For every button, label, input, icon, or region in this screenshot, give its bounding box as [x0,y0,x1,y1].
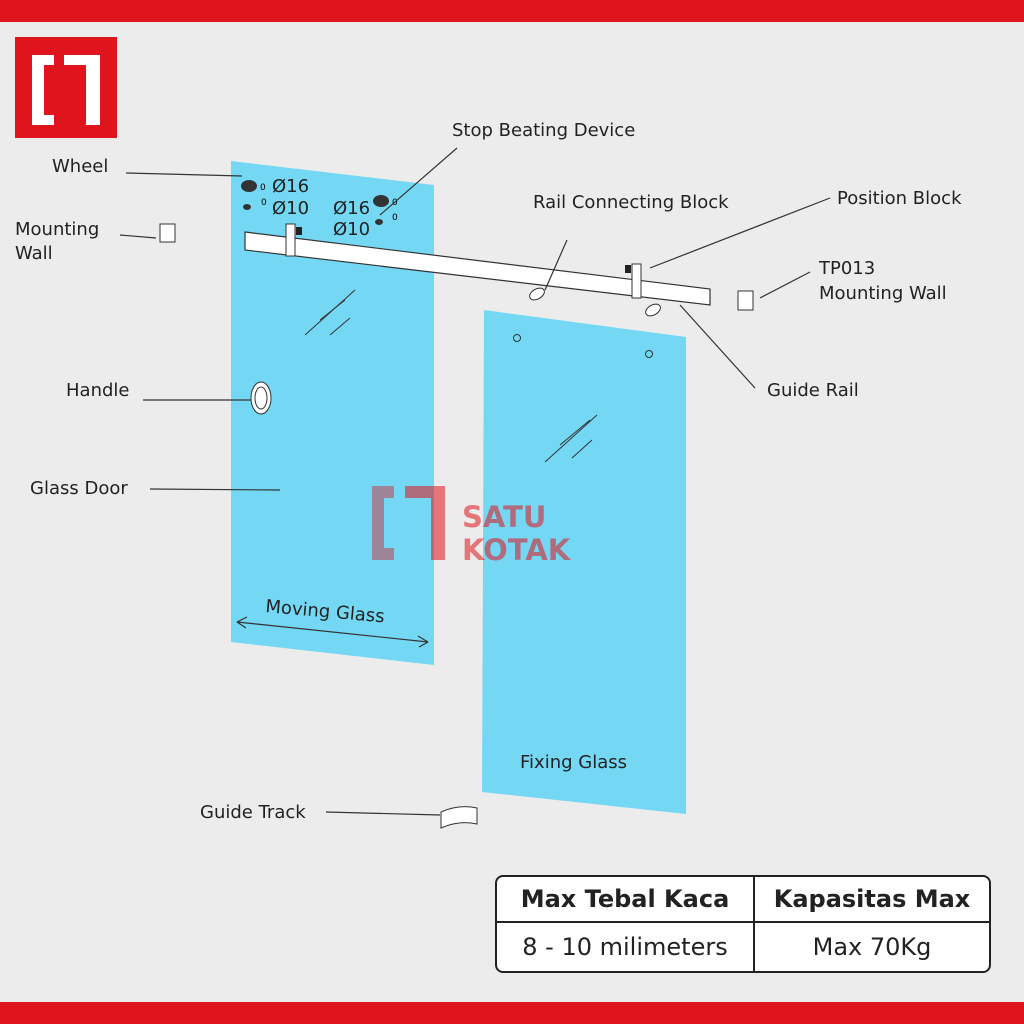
label-tp013: TP013 [818,258,875,279]
top-red-bar [0,0,1024,22]
label-fixing-glass: Fixing Glass [520,752,627,773]
handle-part [250,381,272,415]
mounting-wall-left-part [159,223,176,243]
label-guide-rail: Guide Rail [767,380,859,401]
spec-table: Max Tebal Kaca Kapasitas Max 8 - 10 mili… [495,875,991,973]
brand-logo [15,37,117,138]
svg-text:SATU: SATU [462,500,546,534]
mounting-wall-right-part [737,290,754,311]
label-mounting-wall-2: Wall [15,243,53,264]
label-wheel: Wheel [52,156,108,177]
dim-10-right: Ø10 [333,219,370,240]
dim-10-left: Ø10 [272,198,309,219]
label-handle: Handle [66,380,129,401]
dim-16-left: Ø16 [272,176,309,197]
spec-header-thickness: Max Tebal Kaca [497,877,755,923]
watermark-logo: SATU KOTAK [372,486,572,567]
label-stop-beating-device: Stop Beating Device [452,120,635,141]
guide-rail [244,231,711,306]
svg-text:0: 0 [392,198,398,208]
glass-reflection-icon [304,289,598,463]
guide-track-part [440,806,478,829]
position-block-bracket [631,263,642,299]
label-guide-track: Guide Track [200,802,306,823]
svg-text:0: 0 [260,183,266,193]
svg-text:0: 0 [392,213,398,223]
label-rail-connecting-block: Rail Connecting Block [533,192,729,213]
spec-value-thickness: 8 - 10 milimeters [497,923,755,971]
dim-16-right: Ø16 [333,198,370,219]
spec-header-capacity: Kapasitas Max [755,877,989,923]
wheel-parts: 0 0 0 0 [241,180,398,225]
label-position-block: Position Block [837,188,962,209]
spec-value-capacity: Max 70Kg [812,933,932,961]
label-tp013-mounting-wall: Mounting Wall [819,283,947,304]
label-mounting-wall-1: Mounting [15,219,99,240]
wheel-bracket-left [285,223,296,257]
svg-text:KOTAK: KOTAK [462,533,572,567]
label-glass-door: Glass Door [30,478,128,499]
bottom-red-bar [0,1002,1024,1024]
fixing-glass-panel [482,310,686,814]
svg-text:0: 0 [261,198,267,208]
